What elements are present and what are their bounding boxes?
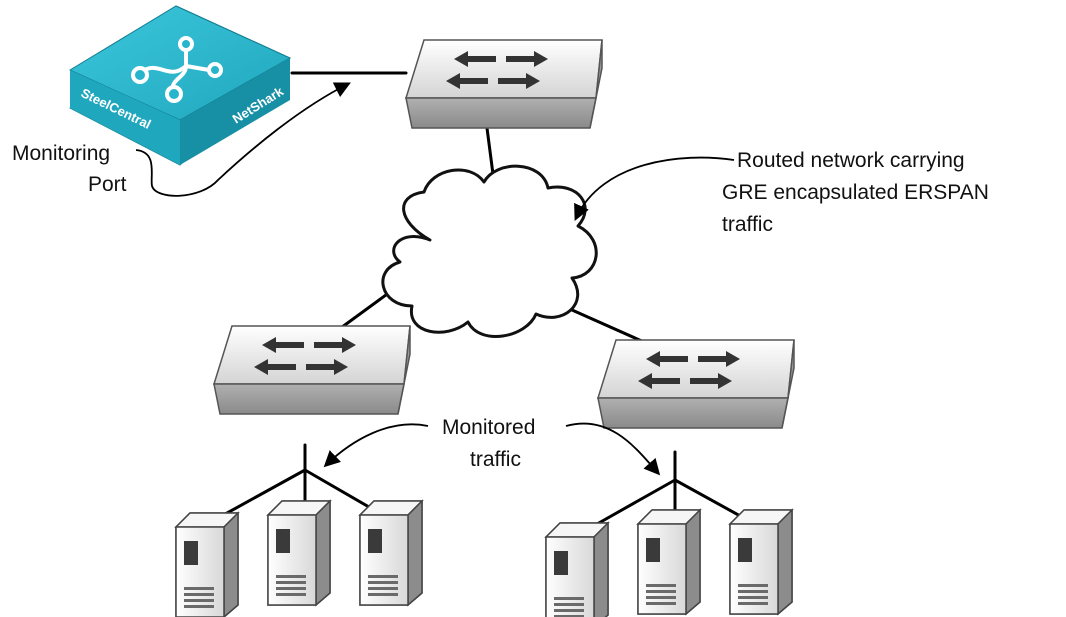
monitoring-port-label-line2: Port (88, 173, 127, 196)
monitoring-port-pointer (135, 82, 351, 197)
switch-left (213, 325, 411, 415)
link-right-server-1 (588, 478, 677, 530)
link-cloud-switch-left (336, 290, 392, 332)
monitored-traffic-label-line2: traffic (470, 448, 521, 471)
server-left-2 (267, 500, 331, 606)
monitored-left-pointer (323, 423, 429, 468)
routed-network-label-line1: Routed network carrying (737, 149, 965, 172)
cloud-icon (381, 164, 598, 338)
routed-network-label-line2: GRE encapsulated ERSPAN (722, 181, 989, 204)
server-right-1 (545, 522, 609, 617)
server-left-1 (175, 512, 239, 617)
monitored-right-pointer (565, 422, 661, 476)
servers-right (545, 509, 793, 617)
share-network-icon (131, 36, 223, 103)
servers-left (175, 500, 423, 617)
routed-network-pointer (574, 156, 735, 221)
server-right-3 (729, 509, 793, 615)
monitored-traffic-label-line1: Monitored (442, 416, 535, 439)
switch-top (405, 39, 603, 129)
link-left-server-1 (216, 468, 307, 520)
monitoring-port-label-line1: Monitoring (12, 142, 110, 165)
server-right-2 (637, 509, 701, 615)
routed-network-label-line3: traffic (722, 213, 773, 236)
switch-right (597, 339, 795, 429)
server-left-3 (359, 500, 423, 606)
